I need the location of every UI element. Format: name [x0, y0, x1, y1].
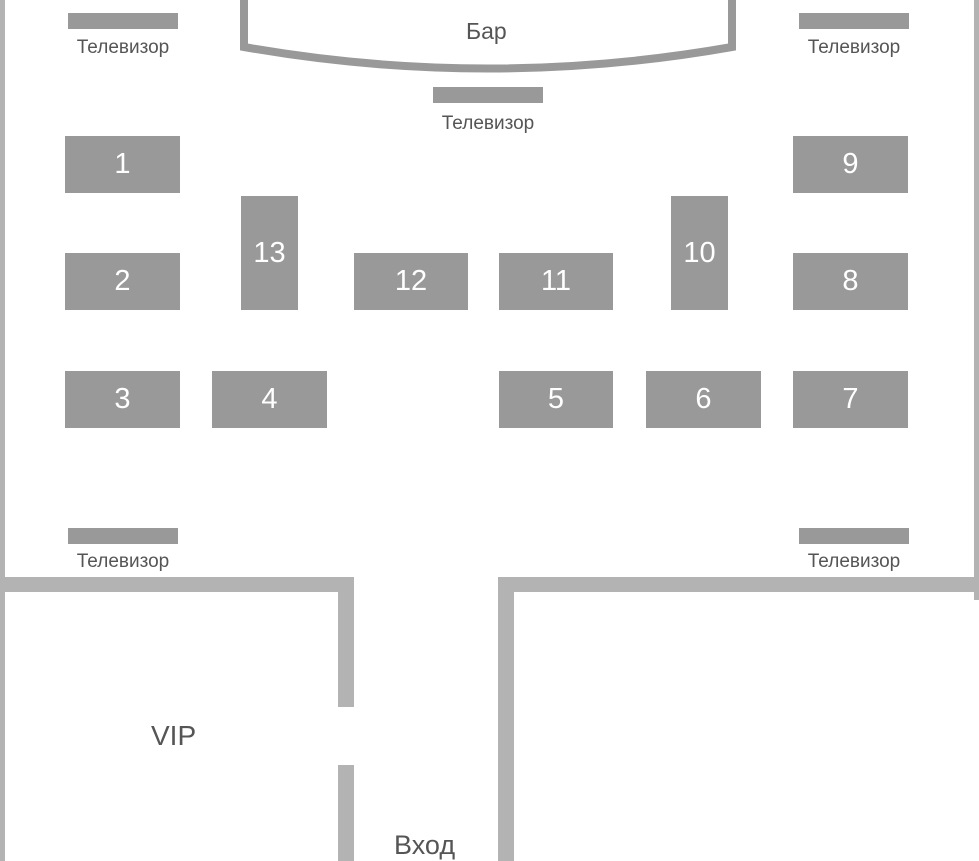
table-4[interactable]: 4: [212, 371, 327, 428]
table-11[interactable]: 11: [499, 253, 613, 310]
tv-bottom-left: [68, 528, 178, 544]
table-5[interactable]: 5: [499, 371, 613, 428]
table-1[interactable]: 1: [65, 136, 180, 193]
tv-bottom-right: [799, 528, 909, 544]
wall-vip-right-lower: [338, 765, 354, 861]
tv-bar-center-label: Телевизор: [441, 113, 535, 134]
table-13[interactable]: 13: [241, 196, 298, 310]
tv-top-right-label: Телевизор: [807, 37, 901, 58]
entrance-label: Вход: [394, 830, 456, 860]
table-7[interactable]: 7: [793, 371, 908, 428]
table-3[interactable]: 3: [65, 371, 180, 428]
table-6[interactable]: 6: [646, 371, 761, 428]
tv-top-right: [799, 13, 909, 29]
wall-right-room-top: [498, 577, 974, 592]
tv-bottom-right-label: Телевизор: [807, 551, 901, 572]
vip-room-label: VIP: [151, 720, 197, 751]
wall-right-room-left: [498, 577, 514, 861]
table-12[interactable]: 12: [354, 253, 468, 310]
table-9[interactable]: 9: [793, 136, 908, 193]
outer-wall-right: [974, 0, 979, 600]
table-10[interactable]: 10: [671, 196, 728, 310]
bar-counter: [240, 0, 736, 73]
table-8[interactable]: 8: [793, 253, 908, 310]
tv-top-left: [68, 13, 178, 29]
table-2[interactable]: 2: [65, 253, 180, 310]
tv-bar-center: [433, 87, 543, 103]
tv-top-left-label: Телевизор: [76, 37, 170, 58]
tv-bottom-left-label: Телевизор: [76, 551, 170, 572]
bar-label: Бар: [466, 18, 507, 44]
wall-vip-top: [0, 577, 354, 592]
outer-wall-left: [0, 0, 5, 861]
wall-vip-right-upper: [338, 577, 354, 707]
